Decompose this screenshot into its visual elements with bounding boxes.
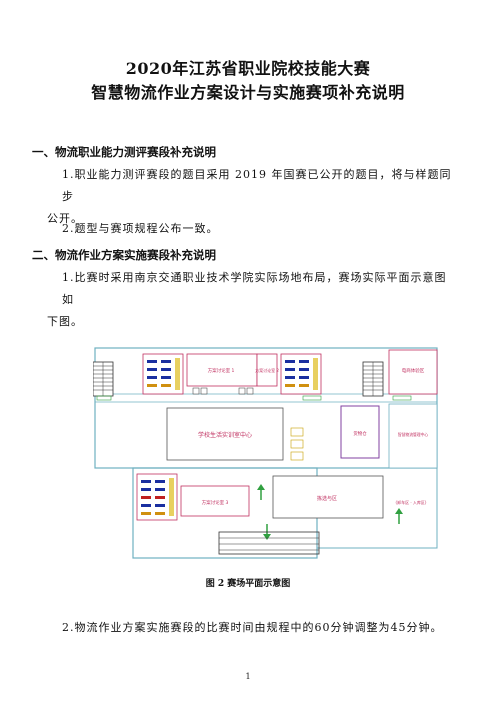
training-center [166, 407, 284, 461]
section-1-item-1-line-1: 1.职业能力测评赛段的题目采用 2019 年国赛已公开的题目，将与样题同步 [62, 168, 452, 203]
bottom-left-classroom [136, 473, 178, 521]
section-1-item-2: 2.题型与赛项规程公布一致。 [62, 218, 457, 240]
figure-caption: 图 2 赛场平面示意图 [205, 579, 291, 589]
warehouse-box [340, 405, 380, 459]
discussion-room-3 [180, 485, 250, 517]
right-stair [362, 361, 384, 397]
section-1-item-1-line-2: 公开。 [47, 212, 83, 225]
document-title: 2020年江苏省职业院校技能大赛 智慧物流作业方案设计与实施赛项补充说明 [0, 58, 496, 104]
ecommerce-area [388, 349, 438, 395]
floor-plan-drawing: 方案讨论室 1 方案讨论室 2 电商体验区 [92, 347, 438, 559]
section-1-item-1: 1.职业能力测评赛段的题目采用 2019 年国赛已公开的题目，将与样题同步 公开… [47, 164, 457, 230]
warehouse-label: 货物仓 [353, 430, 367, 437]
section-1-item-2-line-1: 2.题型与赛项规程公布一致。 [62, 222, 219, 235]
section-2-item-1-line-1: 1.比赛时采用南京交通职业技术学院实际场地布局，赛场实际平面示意图如 [62, 271, 447, 306]
green-arrow-up-icon [257, 484, 265, 500]
note-paragraph: 2.物流作业方案实施赛段的比赛时间由规程中的60分钟调整为45分钟。 [62, 617, 457, 639]
right-side-label: 智慧物流管理中心 [398, 432, 429, 437]
room-c-label: 方案讨论室 3 [202, 499, 229, 506]
top-mid-classroom [280, 353, 322, 395]
section-2-item-1: 1.比赛时采用南京交通职业技术学院实际场地布局，赛场实际平面示意图如 下图。 [47, 267, 457, 333]
section-2-heading: 二、物流作业方案实施赛段补充说明 [32, 248, 216, 262]
section-1-heading: 一、物流职业能力测评赛段补充说明 [32, 145, 216, 159]
right-top-label: 电商体验区 [402, 367, 425, 374]
room-b-label: 方案讨论室 2 [255, 367, 279, 373]
top-left-classroom [142, 353, 184, 395]
venue-floor-plan: 方案讨论室 1 方案讨论室 2 电商体验区 [92, 344, 439, 562]
green-arrow-up-right-icon [395, 508, 403, 524]
title-line-1: 2020年江苏省职业院校技能大赛 [125, 59, 371, 78]
page-number: 1 [245, 672, 251, 681]
bottom-steps [218, 531, 320, 555]
discussion-room-2 [256, 353, 278, 387]
note-text: 2.物流作业方案实施赛段的比赛时间由规程中的60分钟调整为45分钟。 [62, 621, 443, 634]
title-line-2: 智慧物流作业方案设计与实施赛项补充说明 [91, 83, 405, 102]
picking-area [272, 475, 384, 519]
section-2-item-1-line-2: 下图。 [47, 315, 83, 328]
room-a-label: 方案讨论室 1 [208, 367, 235, 374]
right-bottom-label: (卸车区 · 入库区) [396, 499, 427, 505]
area-label: 拣选与区 [317, 495, 337, 502]
center-label: 学校生活实训室中心 [198, 431, 252, 439]
discussion-room-1 [186, 353, 258, 387]
green-arrow-down-icon [263, 524, 271, 540]
left-stair [92, 361, 114, 397]
